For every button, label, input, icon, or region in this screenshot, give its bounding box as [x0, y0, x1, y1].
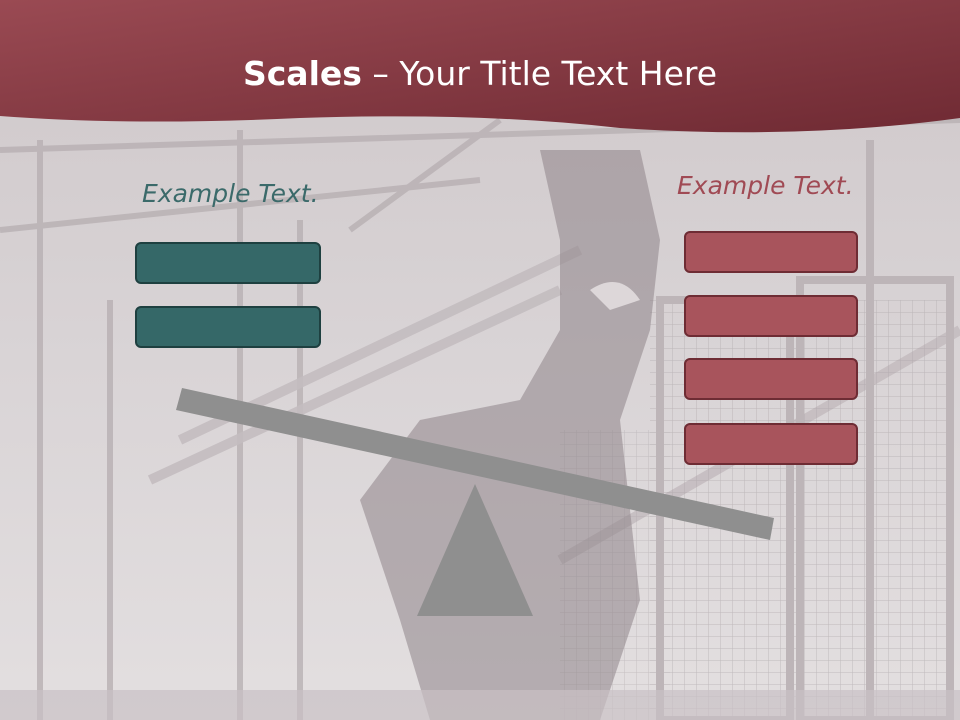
- title-strong: Scales: [242, 54, 362, 93]
- left-box-2: [135, 306, 321, 348]
- left-box-1: [135, 242, 321, 284]
- right-box-1: [684, 231, 858, 273]
- left-label: Example Text.: [142, 179, 319, 208]
- right-box-4: [684, 423, 858, 465]
- slide-title: Scales – Your Title Text Here: [0, 52, 960, 96]
- scale-beam: [176, 388, 774, 540]
- title-rest: – Your Title Text Here: [361, 54, 718, 93]
- right-box-2: [684, 295, 858, 337]
- right-box-3: [684, 358, 858, 400]
- scale-fulcrum: [417, 484, 533, 616]
- header-band: [0, 0, 960, 133]
- right-label: Example Text.: [677, 171, 854, 200]
